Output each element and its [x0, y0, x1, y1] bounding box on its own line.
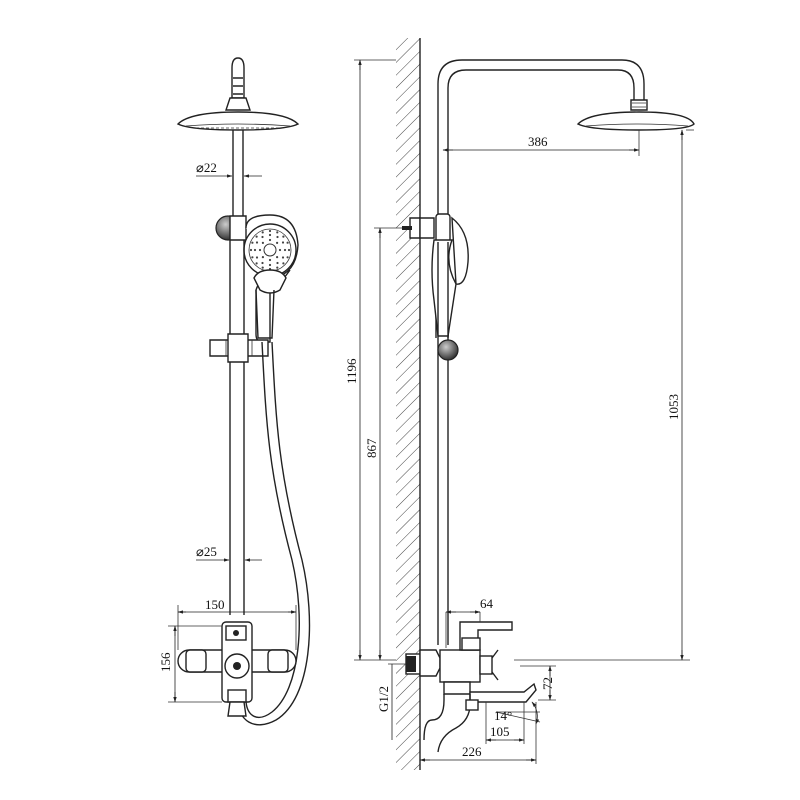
nozzle-dot [287, 248, 291, 252]
wall-section [396, 38, 421, 770]
nozzle-dot [261, 266, 264, 269]
nozzle-dot [268, 258, 272, 262]
nozzle-dot [251, 241, 254, 244]
mixer-body-front [177, 621, 297, 717]
upper-riser-tube [232, 130, 244, 220]
nozzle-dot [249, 248, 253, 252]
nozzle-dot [276, 231, 279, 234]
nozzle-dot [261, 235, 264, 239]
nozzle-dot [281, 241, 285, 244]
label-riser-diameter: ⌀25 [196, 544, 217, 559]
slide-holder-front [209, 333, 269, 363]
nozzle-dot [268, 233, 272, 237]
dim-mixer-height: 156 [158, 625, 222, 703]
nozzle-dot [276, 266, 279, 269]
nozzle-dot [268, 263, 272, 267]
dim-total-projection: 226 [419, 702, 537, 764]
label-spout-length: 105 [490, 724, 510, 739]
mixer-body-side [405, 621, 537, 753]
dim-inlet-thread: G1/2 [376, 663, 406, 740]
nozzle-dot [253, 248, 257, 252]
riser-side [437, 242, 459, 645]
dim-valve-depth: 64 [445, 596, 494, 648]
dim-head-pipe-diameter: ⌀22 [196, 160, 262, 178]
dim-spout-angle: 14° [494, 701, 541, 725]
front-view: ⌀22 [158, 57, 311, 726]
nozzle-dot [282, 235, 285, 238]
nozzle-dot [261, 256, 264, 259]
hand-shower-front [243, 214, 299, 343]
nozzle-dot [261, 261, 264, 265]
nozzle-dot [282, 262, 285, 265]
nozzle-dot [276, 235, 279, 239]
label-head-height: 1053 [666, 394, 681, 420]
label-holder-height: 867 [364, 438, 379, 458]
dim-spout-length: 105 [485, 702, 525, 744]
nozzle-dot [286, 256, 289, 259]
lower-riser-tube [229, 240, 245, 615]
wall-bracket-upper [402, 213, 451, 243]
label-mixer-height: 156 [158, 652, 173, 672]
nozzle-dot [268, 229, 272, 233]
nozzle-dot [255, 256, 259, 259]
side-view: 386 [344, 38, 695, 770]
nozzle-dot [255, 241, 259, 244]
dim-spout-height: 72 [520, 665, 556, 701]
label-spout-angle: 14° [494, 708, 512, 723]
overhead-shower-front [176, 57, 300, 131]
nozzle-dot [251, 256, 254, 259]
dim-holder-height: 867 [364, 227, 402, 661]
label-total-height: 1196 [344, 358, 359, 384]
dim-total-height: 1196 [344, 59, 396, 661]
nozzle-dot [255, 235, 258, 238]
label-head-reach: 386 [528, 134, 548, 149]
nozzle-dot [255, 262, 258, 265]
dim-head-height: 1053 [514, 129, 694, 661]
nozzle-dot [276, 256, 279, 259]
upper-connector [215, 215, 247, 241]
label-head-pipe-diameter: ⌀22 [196, 160, 217, 175]
dim-head-reach: 386 [442, 130, 640, 156]
nozzle-dot [261, 231, 264, 234]
nozzle-dot [276, 241, 279, 244]
dim-riser-diameter: ⌀25 [196, 544, 262, 562]
label-mixer-width: 150 [205, 597, 225, 612]
label-spout-height: 72 [540, 677, 555, 690]
label-total-projection: 226 [462, 744, 482, 759]
label-inlet-thread: G1/2 [376, 686, 391, 712]
shower-hose-front [237, 341, 311, 726]
nozzle-dot [286, 241, 289, 244]
nozzle-dot [258, 248, 262, 252]
label-valve-depth: 64 [480, 596, 494, 611]
nozzle-dot [278, 248, 282, 252]
dim-mixer-width: 150 [177, 597, 297, 650]
nozzle-dot [261, 241, 264, 244]
nozzle-dot [268, 238, 272, 242]
nozzle-dot [283, 248, 287, 252]
nozzle-dot [276, 261, 279, 265]
nozzle-dot [281, 256, 285, 259]
overhead-arm-side [437, 59, 695, 230]
